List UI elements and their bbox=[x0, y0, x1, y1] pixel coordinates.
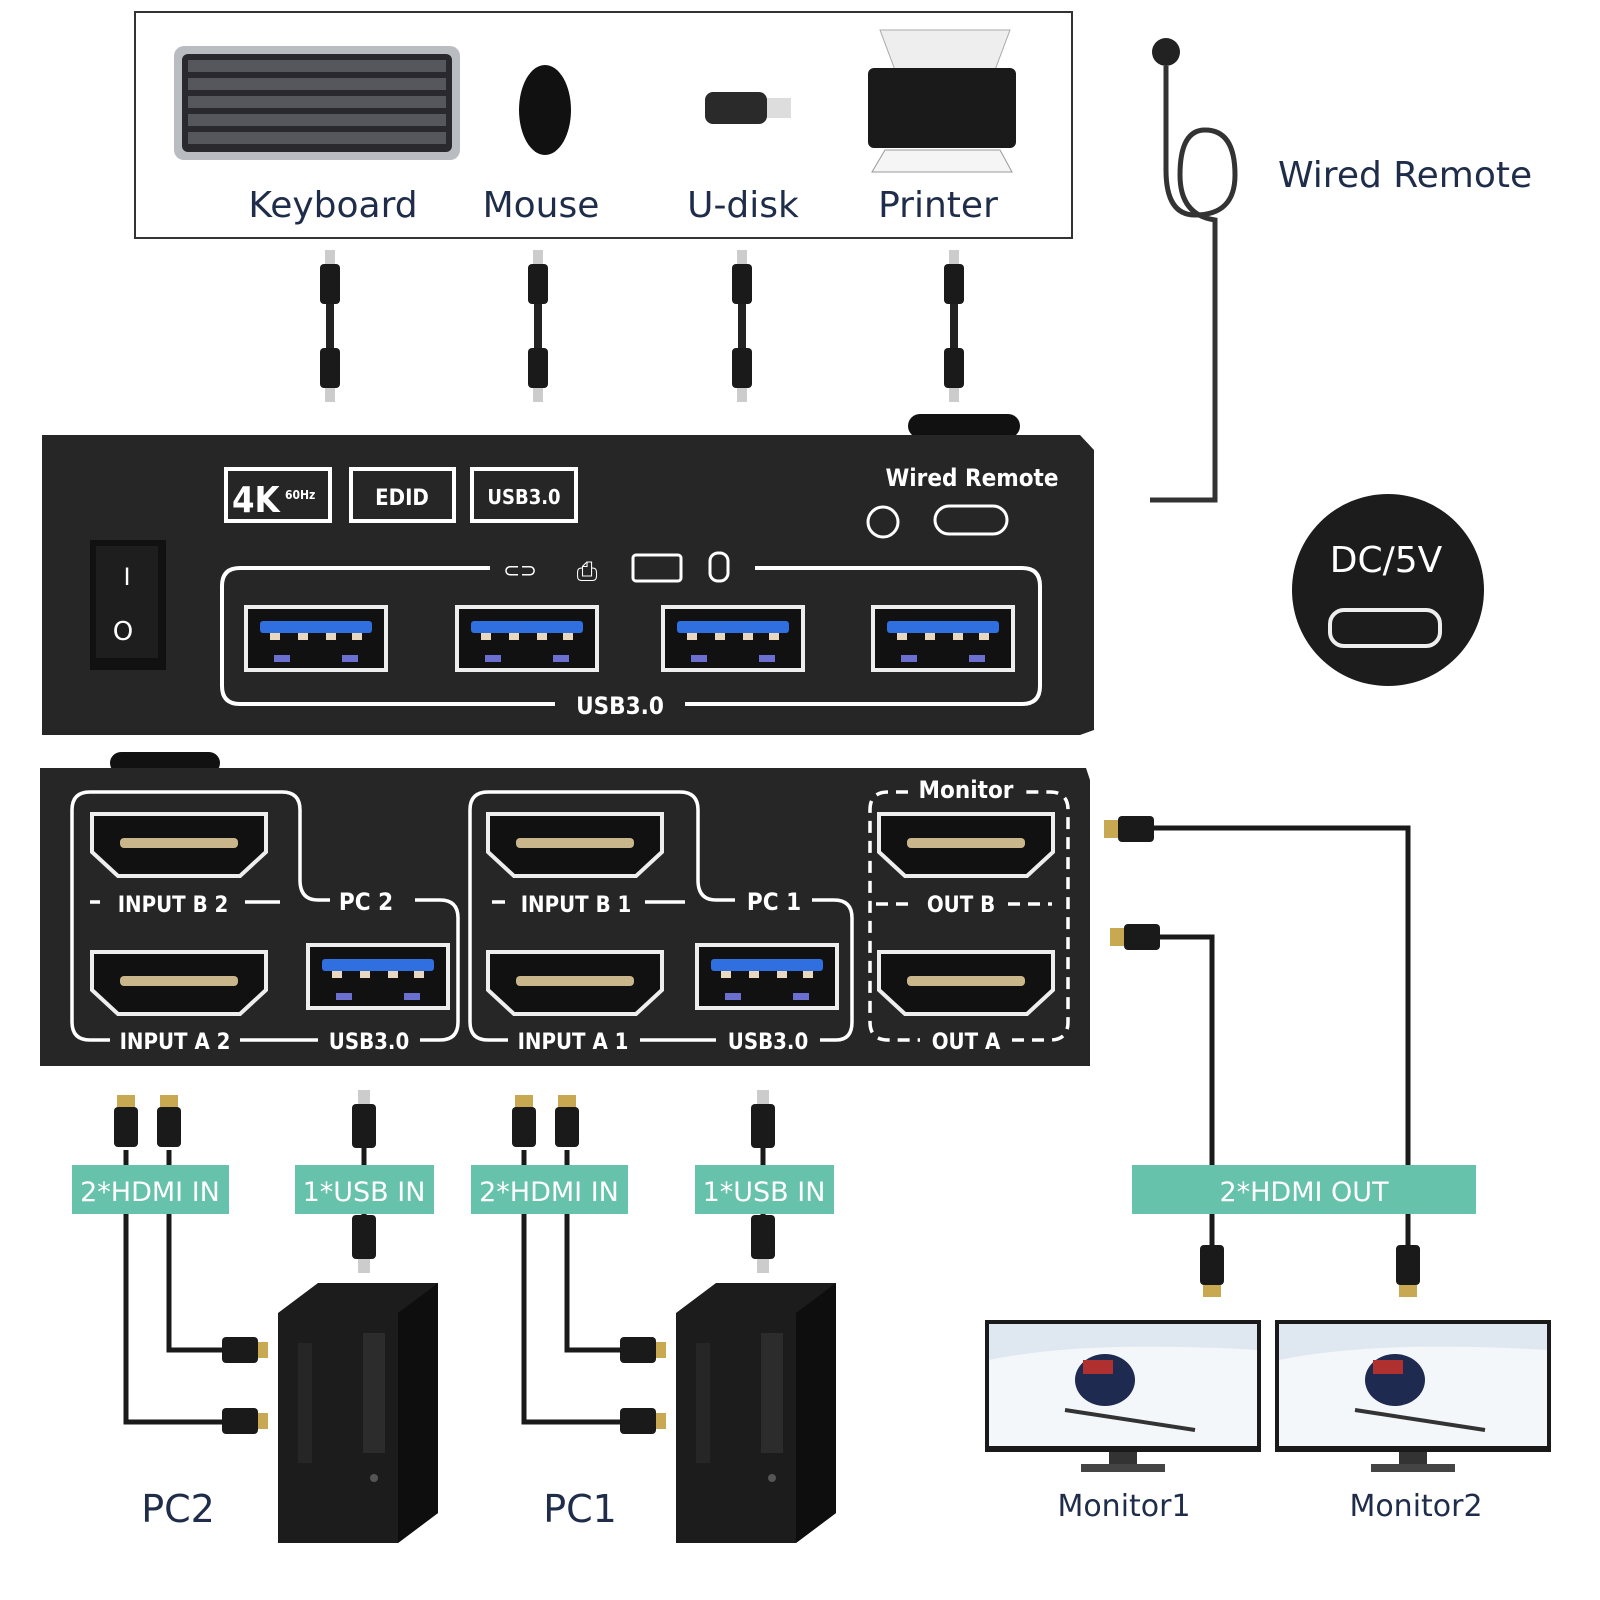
mouse-icon bbox=[519, 65, 571, 155]
tag-text: 2*HDMI IN bbox=[80, 1177, 220, 1208]
usb-drive-small-icon: ⊂⊃ bbox=[503, 558, 537, 582]
label-pc1: PC 1 bbox=[747, 888, 801, 916]
wired-remote-title: Wired Remote bbox=[1278, 155, 1532, 196]
usb-port-pc2[interactable] bbox=[306, 943, 450, 1010]
printer-icon bbox=[868, 29, 1016, 173]
badge-4k bbox=[224, 467, 332, 523]
device-label-monitor2: Monitor2 bbox=[1349, 1489, 1482, 1524]
pc2-tower-icon bbox=[278, 1283, 438, 1543]
tag-pc1-usb-in: 1*USB IN bbox=[695, 1165, 834, 1214]
device-label-pc1: PC1 bbox=[543, 1487, 617, 1531]
tag-pc1-hdmi-in: 2*HDMI IN bbox=[471, 1165, 628, 1214]
badge-edid bbox=[349, 467, 456, 523]
badge-4k-text: 4K bbox=[232, 480, 282, 521]
usb-port[interactable] bbox=[661, 605, 805, 672]
tag-text: 2*HDMI OUT bbox=[1219, 1177, 1389, 1208]
usb-port-pc1[interactable] bbox=[695, 943, 839, 1010]
peripheral-label-keyboard: Keyboard bbox=[248, 185, 417, 226]
tag-hdmi-out: 2*HDMI OUT bbox=[1132, 1165, 1476, 1214]
kvm-rear-panel: INPUT B 2 PC 2 INPUT A 2 USB3.0 INPUT B … bbox=[40, 752, 1090, 1066]
peripheral-label-printer: Printer bbox=[878, 185, 998, 226]
badge-edid-text: EDID bbox=[375, 486, 429, 511]
usb-port[interactable] bbox=[455, 605, 599, 672]
hdmi-port-input-a1[interactable] bbox=[486, 950, 664, 1016]
hdmi-port-input-b2[interactable] bbox=[90, 812, 268, 878]
hdmi-out-cables bbox=[1150, 825, 1411, 1260]
badge-60hz-text: 60Hz bbox=[285, 488, 315, 502]
usb-cable-icon bbox=[732, 250, 752, 402]
remote-icon bbox=[866, 505, 900, 539]
label-out-b: OUT B bbox=[927, 893, 995, 918]
monitor1-icon bbox=[983, 1318, 1263, 1474]
pc-cables bbox=[123, 1140, 766, 1425]
remote-port-icon bbox=[933, 504, 1009, 536]
monitor2-icon bbox=[1273, 1318, 1553, 1474]
remote-port-label: Wired Remote bbox=[885, 464, 1058, 492]
dc-power-callout: DC/5V bbox=[1292, 494, 1484, 686]
usb-drive-icon bbox=[705, 92, 791, 124]
usb-port[interactable] bbox=[871, 605, 1015, 672]
dc-power-label: DC/5V bbox=[1330, 540, 1443, 581]
hdmi-port-input-b1[interactable] bbox=[486, 812, 664, 878]
pc1-tower-icon bbox=[676, 1283, 836, 1543]
usb-c-port-icon bbox=[1328, 608, 1442, 648]
badge-usb3 bbox=[470, 467, 578, 523]
label-out-a: OUT A bbox=[932, 1030, 1001, 1055]
tag-text: 1*USB IN bbox=[303, 1177, 426, 1208]
label-input-b1: INPUT B 1 bbox=[521, 893, 632, 918]
usb-port[interactable] bbox=[244, 605, 388, 672]
switch-on-mark: I bbox=[123, 563, 130, 591]
peripheral-label-udisk: U-disk bbox=[687, 185, 799, 226]
usb-cable-icon bbox=[528, 250, 548, 402]
usb-cable-icon bbox=[320, 250, 340, 402]
power-switch[interactable]: I O bbox=[90, 540, 166, 670]
usb-cable-icon bbox=[944, 250, 964, 402]
device-label-pc2: PC2 bbox=[141, 1487, 215, 1531]
label-monitor: Monitor bbox=[919, 776, 1014, 804]
peripheral-label-mouse: Mouse bbox=[483, 185, 600, 226]
usb-plug-icon bbox=[352, 1090, 775, 1273]
badge-usb3-text: USB3.0 bbox=[487, 485, 560, 509]
tag-pc2-usb-in: 1*USB IN bbox=[295, 1165, 434, 1214]
label-usb-pc2: USB3.0 bbox=[329, 1030, 409, 1055]
label-input-b2: INPUT B 2 bbox=[118, 893, 229, 918]
hdmi-port-out-b[interactable] bbox=[877, 812, 1055, 878]
kvm-front-panel: 4K 60Hz EDID USB3.0 Wired Remote I O ⊂⊃ … bbox=[42, 414, 1094, 735]
label-input-a1: INPUT A 1 bbox=[518, 1030, 629, 1055]
hdmi-port-input-a2[interactable] bbox=[90, 950, 268, 1016]
wired-remote-icon bbox=[1150, 38, 1238, 503]
usb-group-label: USB3.0 bbox=[576, 692, 664, 720]
tag-text: 2*HDMI IN bbox=[479, 1177, 619, 1208]
hdmi-port-out-a[interactable] bbox=[877, 950, 1055, 1016]
label-usb-pc1: USB3.0 bbox=[728, 1030, 808, 1055]
tag-text: 1*USB IN bbox=[703, 1177, 826, 1208]
label-pc2: PC 2 bbox=[339, 888, 393, 916]
label-input-a2: INPUT A 2 bbox=[120, 1030, 231, 1055]
mouse-small-icon bbox=[708, 551, 730, 583]
switch-off-mark: O bbox=[113, 617, 133, 647]
hdmi-plug-icon bbox=[1104, 816, 1420, 1297]
tag-pc2-hdmi-in: 2*HDMI IN bbox=[72, 1165, 229, 1214]
device-label-monitor1: Monitor1 bbox=[1057, 1489, 1190, 1524]
printer-small-icon: ⎙ bbox=[577, 557, 598, 587]
hdmi-plug-icon bbox=[114, 1095, 666, 1434]
keyboard-icon bbox=[174, 46, 460, 160]
keyboard-small-icon bbox=[631, 553, 683, 583]
